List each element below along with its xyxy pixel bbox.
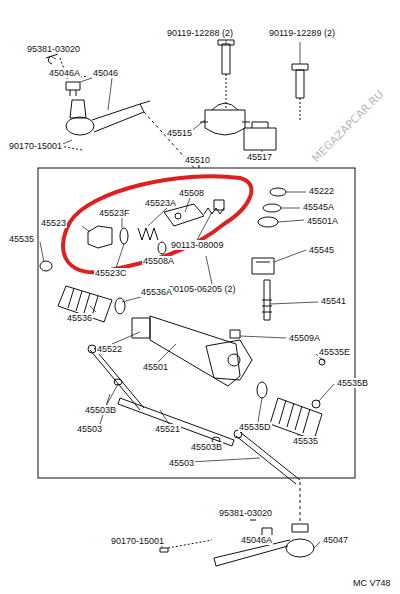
assembly-frame	[38, 168, 355, 478]
callout-number: 45535	[8, 234, 35, 244]
callout-number: 45503B	[84, 405, 117, 415]
callout-number: 45535E	[318, 347, 351, 357]
callout-number: 45545	[308, 245, 335, 255]
rack-guide-parts	[88, 200, 224, 254]
callout-number: 45046A	[48, 68, 81, 78]
callout-number: 90119-12289 (2)	[268, 28, 336, 38]
callout-number: 45501	[142, 362, 169, 372]
pinion-parts	[230, 188, 286, 338]
callout-number: 95381-03020	[218, 508, 273, 518]
callout-number: 45517	[246, 152, 273, 162]
callout-number: 45222	[308, 186, 335, 196]
watermark: MEGAZAPCAR.RU	[309, 88, 386, 165]
callout-number: 45515	[166, 128, 193, 138]
callout-number: 90113-08009	[170, 240, 224, 250]
callout-number: 45535D	[238, 422, 272, 432]
callout-number: 45503	[168, 458, 195, 468]
figure-code: MC V748	[352, 578, 392, 588]
tie-rod-end	[46, 54, 196, 170]
callout-number: 45508	[178, 188, 205, 198]
callout-number: 45510	[184, 155, 211, 165]
highlight-loop	[63, 176, 251, 272]
callout-number: 90170-15001	[110, 536, 165, 546]
callout-number: 90119-12288 (2)	[166, 28, 234, 38]
callout-number: 90170-15001	[8, 141, 63, 151]
callout-number: 45047	[322, 535, 349, 545]
callout-number: 45523C	[94, 268, 128, 278]
callout-number: 45545A	[302, 202, 335, 212]
callout-number: 45523F	[98, 208, 131, 218]
callout-number: 45501A	[306, 216, 339, 226]
tie-rod-end	[160, 482, 314, 566]
callout-number: 45509A	[288, 333, 321, 343]
callout-number: 45523	[40, 218, 67, 228]
callout-number: 45503B	[190, 442, 223, 452]
rack-housing	[40, 261, 325, 440]
callout-number: 45535B	[336, 378, 369, 388]
callout-number: 90105-06205 (2)	[168, 284, 237, 294]
callout-number: 45522	[96, 344, 123, 354]
callout-number: 45503	[76, 424, 103, 434]
callout-number: 45536A	[140, 287, 173, 297]
bracket-45515	[200, 40, 308, 150]
callout-number: 45541	[320, 296, 347, 306]
callout-number: 95381-03020	[26, 44, 81, 54]
callout-number: 45523A	[144, 198, 177, 208]
callout-number: 45535	[292, 436, 319, 446]
callout-number: 45046	[92, 68, 119, 78]
leader-lines	[40, 40, 334, 548]
callout-number: 45508A	[142, 256, 175, 266]
callout-number: 45521	[154, 424, 181, 434]
leader-line	[199, 165, 200, 168]
tie-rods-and-rack	[88, 345, 300, 484]
callout-number: 45046A	[240, 535, 273, 545]
callout-number: 45536	[66, 313, 93, 323]
